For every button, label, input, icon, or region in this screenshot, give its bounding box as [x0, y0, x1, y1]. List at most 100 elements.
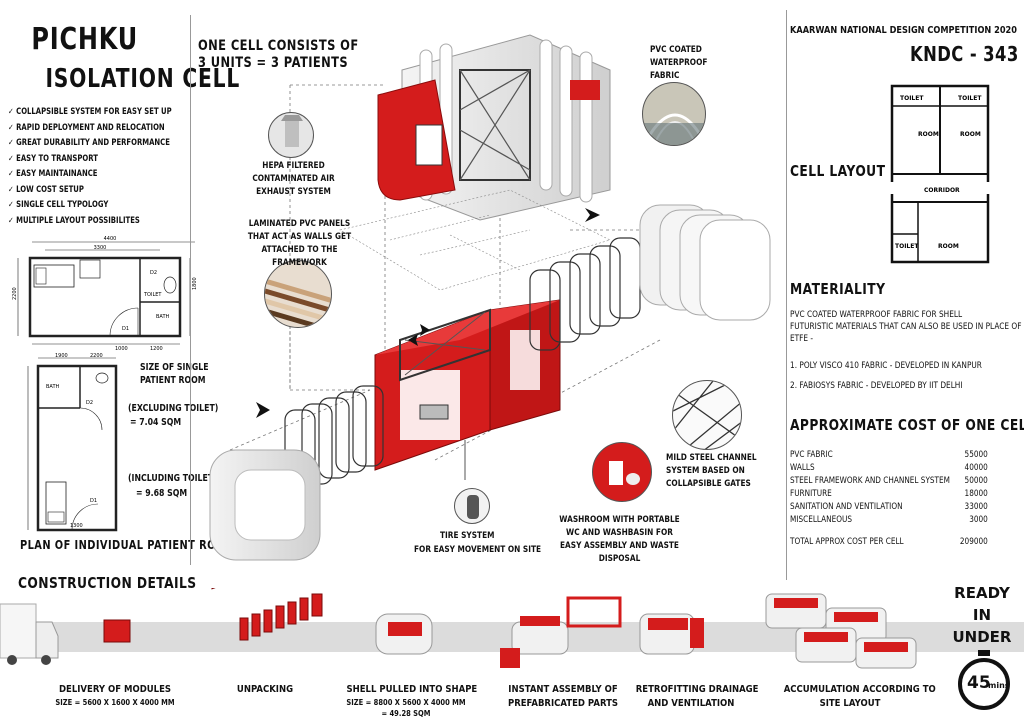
step-6-label-2: SITE LAYOUT	[819, 698, 881, 709]
step-4-label-2: PREFABRICATED PARTS	[507, 698, 619, 709]
delivery-truck	[0, 603, 59, 665]
layout-toilet-3: TOILET	[895, 243, 919, 250]
patient-room-plan-vertical: 1900 2200 BATH D2 D1 1300	[27, 353, 118, 532]
cost-total-value: 209000	[959, 537, 988, 547]
exploded-isometric-diagram	[209, 34, 771, 561]
step-1-sub: SIZE = 5600 X 1600 X 4000 MM	[55, 698, 175, 707]
cost-total-label: TOTAL APPROX COST PER CELL	[790, 537, 904, 547]
cell-units-line-2: 3 UNITS = 3 PATIENTS	[198, 55, 349, 71]
divider-right	[786, 10, 787, 580]
cost-value: 55000	[964, 450, 988, 460]
materiality-text-3: ETFE -	[790, 334, 814, 344]
step-4-label: INSTANT ASSEMBLY OF	[508, 684, 618, 695]
tire-detail-image	[454, 488, 490, 524]
ready-minutes: 45	[967, 673, 991, 693]
ready-line-3: UNDER	[952, 628, 1012, 646]
materiality-text-1: PVC COATED WATERPROOF FABRIC FOR SHELL	[790, 310, 963, 320]
stopwatch-icon: 45 mins	[958, 658, 1010, 710]
plan1-dim-bottom-1: 1000	[115, 346, 128, 350]
floor-plan-wireframe	[339, 189, 611, 291]
step-5-label: RETROFITTING DRAINAGE	[635, 684, 759, 695]
pvc-fabric-annotation: PVC COATED WATERPROOF FABRIC	[650, 45, 708, 81]
patient-room-plan-horizontal: 4400 3300 2200 1800 D2 TOILET BATH D1 10…	[12, 236, 198, 350]
packed-module	[103, 619, 131, 643]
plan2-d2: D2	[86, 400, 93, 406]
cost-value: 33000	[964, 502, 988, 512]
cost-label: MISCELLANEOUS	[790, 515, 852, 525]
cost-heading: APPROXIMATE COST OF ONE CELL	[790, 416, 1024, 434]
room-size-excluding-value: = 7.04 SQM	[130, 417, 182, 428]
plan1-d2: D2	[150, 270, 157, 276]
feature-item: EASY MAINTAINANCE	[8, 166, 164, 182]
stopwatch-knob	[978, 650, 990, 656]
cost-label: PVC FABRIC	[790, 450, 833, 460]
ready-line-2: IN	[972, 606, 992, 624]
cost-label: STEEL FRAMEWORK AND CHANNEL SYSTEM	[790, 476, 950, 486]
plan2-dim-top-2: 2200	[90, 353, 103, 359]
construction-heading: CONSTRUCTION DETAILS	[18, 574, 197, 592]
tire-annotation-1: TIRE SYSTEM	[440, 531, 495, 541]
plan1-dim-left: 2200	[12, 287, 18, 300]
feature-item: RAPID DEPLOYMENT AND RELOCATION	[8, 120, 165, 136]
red-wall-assembly	[374, 299, 561, 471]
cost-row: SANITATION AND VENTILATION 33000	[790, 502, 988, 512]
assembly-arrows	[256, 208, 600, 418]
cost-value: 40000	[964, 463, 988, 473]
washroom-annotation: WASHROOM WITH PORTABLE WC AND WASHBASIN …	[559, 515, 680, 564]
step-6-label: ACCUMULATION ACCORDING TO	[783, 684, 936, 695]
plan2-dim-bottom: 1300	[70, 523, 83, 529]
plan1-toilet: TOILET	[143, 292, 162, 298]
washroom-detail-image	[592, 442, 652, 502]
plan1-dim-bottom-2: 1200	[150, 346, 163, 350]
cell-units-line-1: ONE CELL CONSISTS OF	[198, 38, 359, 54]
step-2-label: UNPACKING	[236, 684, 294, 695]
ready-unit: mins	[988, 681, 1010, 690]
step-3-label: SHELL PULLED INTO SHAPE	[346, 684, 478, 695]
layout-room-3: ROOM	[938, 243, 959, 250]
ready-text: READY IN UNDER	[944, 582, 1020, 648]
step-3-sub: SIZE = 8800 X 5600 X 4000 MM	[346, 698, 466, 707]
cost-row: WALLS 40000	[790, 463, 988, 473]
cost-label: SANITATION AND VENTILATION	[790, 502, 903, 512]
step-3-sub-2: = 49.28 SQM	[381, 709, 431, 718]
cost-value: 18000	[964, 489, 988, 499]
feature-item: SINGLE CELL TYPOLOGY	[8, 197, 164, 213]
ready-line-1: READY	[954, 584, 1010, 602]
cost-row: PVC FABRIC 55000	[790, 450, 988, 460]
pvc-panel-detail-image	[264, 260, 332, 328]
competition-code: KNDC - 343	[910, 42, 1019, 66]
feature-item: COLLAPSIBLE SYSTEM FOR EASY SET UP	[8, 104, 171, 120]
construction-sequence-illustrations	[0, 588, 917, 669]
materiality-item-1: 1. POLY VISCO 410 FABRIC - DEVELOPED IN …	[790, 361, 982, 371]
layout-toilet-1: TOILET	[900, 95, 924, 102]
cost-value: 3000	[969, 515, 988, 525]
left-end-shell	[209, 449, 321, 561]
layout-toilet-2: TOILET	[958, 95, 982, 102]
main-subtitle: ISOLATION CELL	[45, 64, 241, 94]
top-shell-module	[377, 34, 611, 221]
feature-item: GREAT DURABILITY AND PERFORMANCE	[8, 135, 170, 151]
assembly-parts	[500, 596, 622, 668]
feature-item: LOW COST SETUP	[8, 182, 164, 198]
competition-name: KAARWAN NATIONAL DESIGN COMPETITION 2020	[790, 25, 1017, 36]
room-size-label-2: PATIENT ROOM	[140, 375, 206, 386]
room-size-excluding-label: (EXCLUDING TOILET)	[128, 403, 219, 414]
step-5-label-2: AND VENTILATION	[647, 698, 735, 709]
plan1-dim-right: 1800	[192, 277, 198, 290]
plan1-bath: BATH	[156, 314, 170, 320]
plan2-bath: BATH	[46, 384, 60, 390]
steel-channel-detail-image	[672, 380, 742, 450]
main-title: PICHKU	[31, 22, 139, 57]
feature-item: MULTIPLE LAYOUT POSSIBILITES	[8, 213, 164, 229]
plan1-d1: D1	[122, 326, 129, 332]
cell-layout-heading: CELL LAYOUT	[790, 162, 886, 180]
hepa-filter-detail-image	[268, 112, 314, 158]
pvc-fabric-detail-image	[642, 82, 706, 146]
steel-channel-annotation: MILD STEEL CHANNEL SYSTEM BASED ON COLLA…	[666, 453, 757, 489]
cost-label: WALLS	[790, 463, 815, 473]
step-1-label: DELIVERY OF MODULES	[58, 684, 171, 695]
plan2-dim-top-1: 1900	[55, 353, 68, 359]
cost-total-row: TOTAL APPROX COST PER CELL 209000	[790, 537, 988, 547]
